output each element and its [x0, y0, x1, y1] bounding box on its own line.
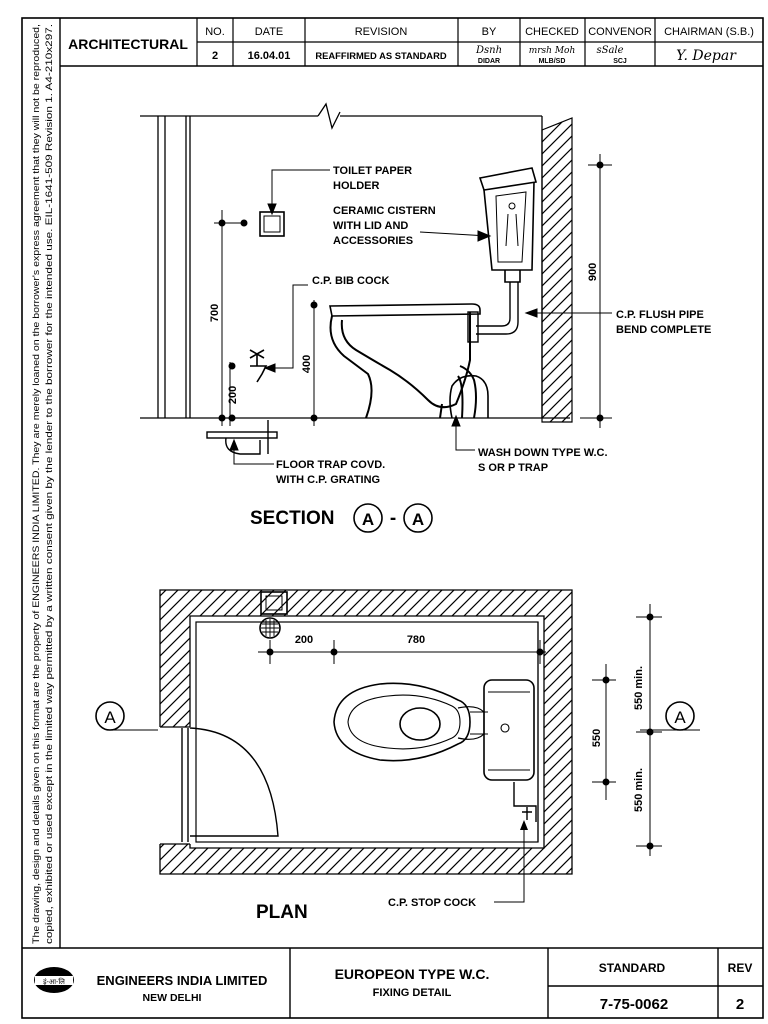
dim-pan-height: 400: [301, 355, 313, 373]
label-wc-1: WASH DOWN TYPE W.C.: [478, 447, 608, 459]
label-cistern-2: WITH LID AND: [333, 220, 408, 232]
floor-grating-icon: [259, 617, 281, 639]
paper-holder-icon: [259, 211, 285, 237]
plan-cistern-icon: [483, 679, 535, 781]
row-convenor: SCJ: [613, 58, 627, 65]
section-walls: [140, 102, 570, 419]
label-floor-trap-2: WITH C.P. GRATING: [276, 474, 380, 486]
company-logo: इं-आ-लि: [34, 967, 74, 993]
drawing-number: 7-75-0062: [600, 996, 668, 1013]
company-name: ENGINEERS INDIA LIMITED: [97, 973, 268, 988]
header-chairman: CHAIRMAN (S.B.): [664, 26, 754, 38]
dim-half-width: 550: [591, 729, 603, 747]
label-floor-trap-1: FLOOR TRAP COVD.: [276, 459, 385, 471]
label-wc-2: S OR P TRAP: [478, 462, 548, 474]
chairman-signature: Y. Depar: [676, 48, 737, 64]
row-checked: MLB/SD: [539, 58, 566, 65]
dim-lower-min: 550 min.: [633, 768, 645, 812]
side-note-line-1: The drawing, design and details given on…: [31, 24, 41, 944]
section-marker-right: A: [412, 510, 424, 529]
row-no: 2: [212, 50, 218, 62]
revision-block: ARCHITECTURAL NO. DATE REVISION BY CHECK…: [60, 18, 763, 67]
section-separator: -: [390, 508, 396, 529]
rev-number: 2: [736, 996, 744, 1013]
dim-cistern-height: 900: [587, 263, 599, 281]
plan-dimensions: [110, 604, 700, 856]
header-by: BY: [482, 26, 497, 38]
label-cistern-3: ACCESSORIES: [333, 235, 413, 247]
plan-paper-holder-icon: [260, 591, 288, 615]
wc-pan-icon: [329, 303, 489, 419]
discipline-label: ARCHITECTURAL: [68, 36, 188, 52]
side-note-line-2: copied, exhibited or used except in the …: [44, 24, 54, 944]
cistern-icon: [478, 167, 538, 283]
flush-pipe-icon: [467, 282, 519, 343]
label-paper-holder-2: HOLDER: [333, 180, 380, 192]
header-no: NO.: [205, 26, 225, 38]
label-bib-cock: C.P. BIB COCK: [312, 275, 389, 287]
label-cistern-1: CERAMIC CISTERN: [333, 205, 436, 217]
section-title: SECTION: [250, 508, 334, 529]
row-date: 16.04.01: [248, 50, 291, 62]
plan-title: PLAN: [256, 902, 308, 923]
header-checked: CHECKED: [525, 26, 579, 38]
copyright-side-note: The drawing, design and details given on…: [31, 24, 54, 944]
header-revision: REVISION: [355, 26, 408, 38]
checked-signature: mrsh Moh: [529, 46, 576, 56]
plan-wall-hatch: [159, 589, 573, 875]
drawing-subtitle: FIXING DETAIL: [373, 987, 452, 999]
dim-holder-height: 700: [209, 304, 221, 322]
header-convenor: CONVENOR: [588, 26, 652, 38]
sheet-border: [21, 17, 764, 1019]
title-block: इं-आ-लि ENGINEERS INDIA LIMITED NEW DELH…: [34, 948, 763, 1018]
dim-wc-offset: 780: [407, 634, 425, 646]
by-signature: Dsnh: [475, 45, 502, 56]
convenor-signature: sSale: [596, 45, 623, 56]
section-leaders: [229, 169, 612, 465]
plan-wc-icon: [333, 682, 488, 762]
dim-upper-min: 550 min.: [633, 666, 645, 710]
section-marker-left: A: [362, 510, 374, 529]
stop-cock-icon: [513, 782, 537, 822]
drawing-title: EUROPEON TYPE W.C.: [335, 966, 490, 982]
label-flush-pipe-2: BEND COMPLETE: [616, 324, 711, 336]
header-date: DATE: [255, 26, 284, 38]
label-paper-holder-1: TOILET PAPER: [333, 165, 412, 177]
bib-cock-icon: [249, 349, 268, 383]
row-revision: REAFFIRMED AS STANDARD: [315, 50, 446, 61]
plan-drawing: 200 780 550 550 min. 550 min. A A C.P. S…: [95, 589, 700, 923]
plan-marker-left: A: [104, 708, 116, 727]
company-city: NEW DELHI: [143, 992, 202, 1004]
label-stop-cock: C.P. STOP COCK: [388, 897, 476, 909]
plan-inner-lines: [195, 621, 539, 843]
dim-bib-height: 200: [227, 386, 239, 404]
standard-label: STANDARD: [599, 961, 666, 975]
section-wall-hatch: [541, 117, 573, 423]
row-by: DIDAR: [478, 58, 500, 65]
rev-label: REV: [728, 961, 753, 975]
logo-text: इं-आ-लि: [43, 977, 65, 986]
dim-trap-offset: 200: [295, 634, 313, 646]
floor-trap-icon: [206, 420, 278, 455]
label-flush-pipe-1: C.P. FLUSH PIPE: [616, 309, 704, 321]
plan-marker-right: A: [674, 708, 686, 727]
door-icon: [181, 727, 279, 842]
section-drawing: 700 200 400 900 TOILET PAPER HOLDER CERA…: [140, 102, 711, 533]
